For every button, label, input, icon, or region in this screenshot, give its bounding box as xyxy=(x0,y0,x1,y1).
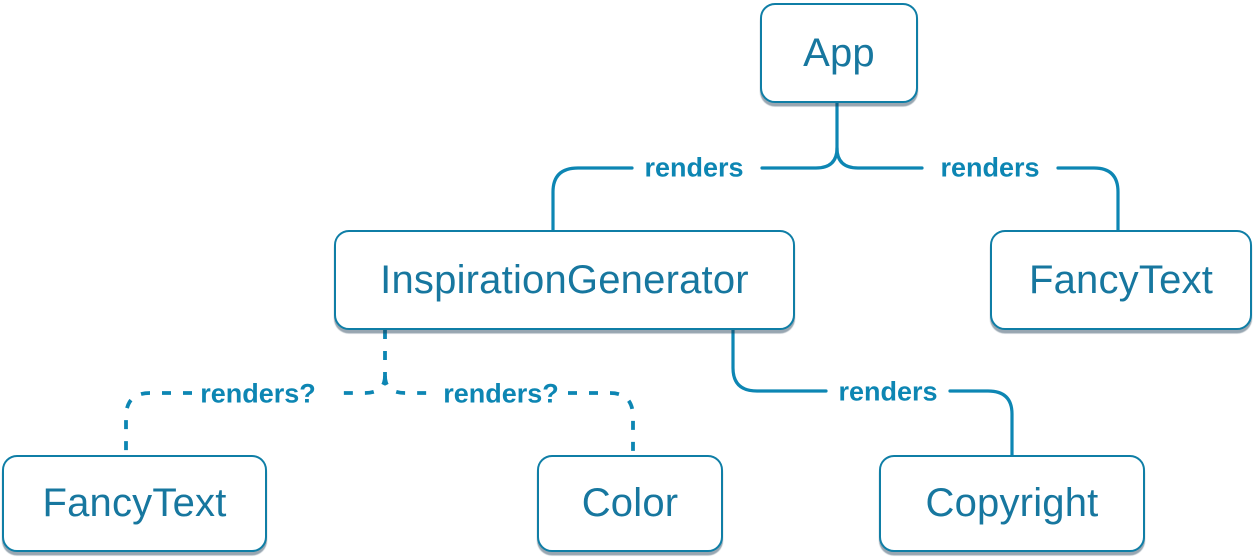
edge-app-to-inspiration-generator xyxy=(760,101,839,170)
edge-inspiration-generator-to-copyright xyxy=(731,328,828,393)
edge-inspiration-generator-to-fancy-text-bottom-tail xyxy=(124,391,192,453)
edge-label-renders-app-fancytext: renders xyxy=(940,152,1040,183)
edge-inspiration-generator-to-copyright-tail xyxy=(948,389,1014,457)
edge-app-to-fancy-text-tail xyxy=(1056,166,1120,232)
node-inspiration-generator: InspirationGenerator xyxy=(334,230,795,330)
edge-label-renders-copyright: renders xyxy=(838,376,938,407)
node-fancy-text-bottom: FancyText xyxy=(2,455,267,552)
edge-inspiration-generator-to-fancy-text-bottom xyxy=(332,375,387,395)
edge-label-renders-app-inspiration: renders xyxy=(644,152,744,183)
edge-app-to-fancy-text xyxy=(835,146,924,170)
node-copyright: Copyright xyxy=(879,455,1145,552)
node-color: Color xyxy=(537,455,723,552)
edge-label-renders-question-fancytext: renders? xyxy=(200,378,316,409)
edge-app-to-inspiration-generator-tail xyxy=(551,166,634,232)
edge-inspiration-generator-to-color xyxy=(383,375,434,395)
node-fancy-text-top: FancyText xyxy=(990,230,1252,330)
edge-inspiration-generator-to-color-tail xyxy=(568,391,635,453)
node-app: App xyxy=(760,3,918,103)
edge-label-renders-question-color: renders? xyxy=(443,378,559,409)
